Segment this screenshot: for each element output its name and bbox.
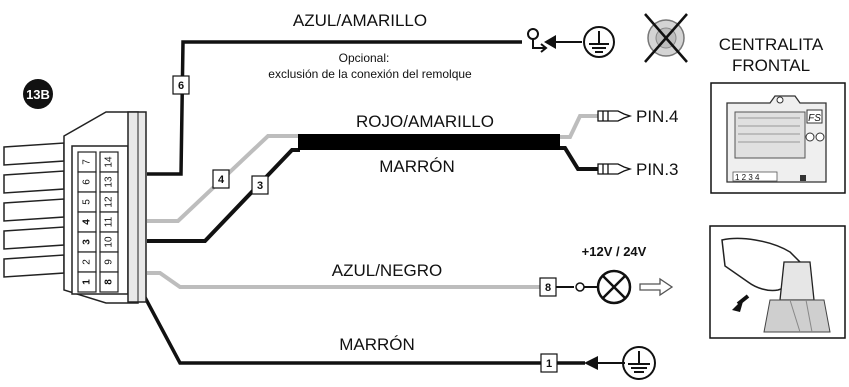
- label-azul-negro: AZUL/NEGRO: [332, 261, 443, 280]
- svg-text:4: 4: [218, 174, 225, 186]
- wire-tag-3: 3: [251, 175, 269, 195]
- trailer-hitch-icon: [527, 28, 548, 53]
- wire-tag-8: 8: [539, 277, 557, 297]
- connector-latch: [127, 111, 147, 303]
- connector-ribs: [3, 142, 65, 278]
- connector-pin-13: 13: [104, 176, 115, 188]
- wire-marron-upper-lead: [147, 148, 300, 243]
- wire-azul-amarillo: [147, 40, 522, 176]
- wire-to-pin4: [560, 114, 598, 139]
- connector-pin-3: 3: [82, 239, 93, 245]
- label-power-voltage: +12V / 24V: [582, 244, 647, 259]
- connector-pin-9: 9: [104, 259, 115, 265]
- crossed-out-device-icon: [644, 13, 688, 63]
- connector-pin-5: 5: [82, 199, 93, 205]
- centralita-title-line1: CENTRALITA: [719, 35, 824, 54]
- connector-pin-6: 6: [82, 179, 93, 185]
- wire-azul-negro: [147, 271, 540, 289]
- connector-pin-12: 12: [104, 196, 115, 208]
- connector-pin-4: 4: [82, 219, 93, 225]
- wire-tag-1: 1: [540, 353, 558, 373]
- connector-badge-label: 13B: [26, 87, 50, 102]
- pin4-plug-icon: [597, 110, 633, 122]
- connector-pin-10: 10: [104, 236, 115, 248]
- label-exclusion-remolque: exclusión de la conexión del remolque: [268, 67, 472, 81]
- connector-pin-14: 14: [104, 156, 115, 168]
- centralita-display: FS: [808, 113, 821, 124]
- connector-pin-cells: [77, 151, 119, 293]
- gear-shift-hand-icon: [709, 225, 846, 339]
- pin3-plug-icon: [597, 163, 633, 175]
- wire-to-pin3: [560, 146, 598, 171]
- centralita-title-line2: FRONTAL: [732, 56, 810, 75]
- connector-badge: [23, 79, 53, 109]
- lamp-icon: [596, 269, 632, 305]
- label-pin4: PIN.4: [636, 107, 679, 126]
- svg-text:6: 6: [178, 80, 184, 92]
- svg-text:3: 3: [257, 180, 263, 192]
- ground-icon: [583, 26, 615, 58]
- connector-pin-2: 2: [82, 259, 93, 265]
- connector-pin-11: 11: [104, 216, 115, 227]
- label-opcional: Opcional:: [339, 51, 390, 65]
- arrow-left-icon: [544, 35, 582, 49]
- connector-pin-8: 8: [104, 279, 115, 285]
- connector-pin-labels: 7 14 6 13 5 12 4 11 3 10 2 9 1 8: [82, 156, 115, 285]
- label-azul-amarillo: AZUL/AMARILLO: [293, 11, 427, 30]
- wire-harness-bundle: [298, 134, 560, 150]
- wire-tag-6: 6: [172, 75, 190, 95]
- label-rojo-amarillo: ROJO/AMARILLO: [356, 112, 494, 131]
- terminal-dot: [575, 282, 585, 292]
- connector-pin-1: 1: [82, 279, 93, 285]
- label-marron-upper: MARRÓN: [379, 157, 455, 176]
- label-pin3: PIN.3: [636, 160, 679, 179]
- centralita-device: FS 1 2 3 4: [710, 82, 846, 194]
- label-marron-lower: MARRÓN: [339, 335, 415, 354]
- ground-bottom-icon: [622, 346, 656, 380]
- wire-tag-4: 4: [212, 169, 230, 189]
- connector-pin-7: 7: [82, 159, 93, 165]
- svg-text:8: 8: [545, 282, 551, 294]
- centralita-terminals: 1 2 3 4: [735, 173, 760, 182]
- connector-13b: 7 14 6 13 5 12 4 11 3 10 2 9 1 8 13B: [3, 79, 147, 304]
- arrow-left-ground-icon: [584, 356, 625, 370]
- light-output-arrow-icon: [639, 277, 674, 297]
- svg-text:1: 1: [546, 358, 552, 370]
